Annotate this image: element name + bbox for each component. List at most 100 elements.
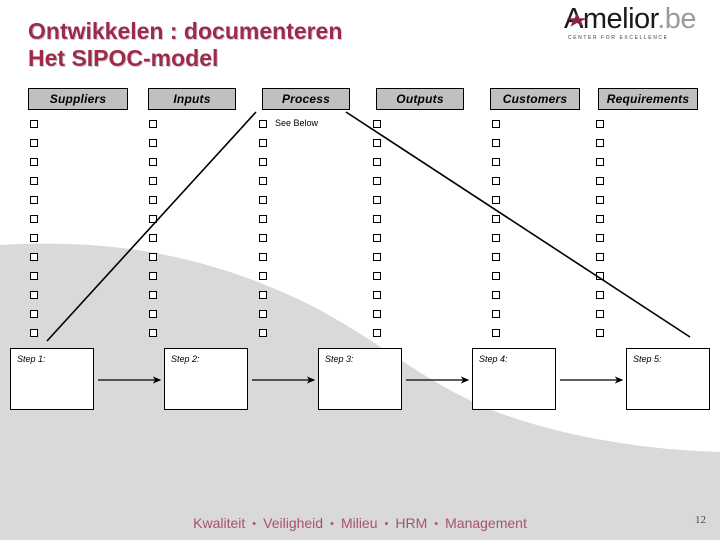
square-bullet-icon [596, 176, 604, 185]
sipoc-header-process[interactable]: Process [262, 88, 350, 110]
bullet-item[interactable] [149, 247, 269, 266]
step-box-3[interactable]: Step 3: [318, 348, 402, 410]
bullet-item[interactable] [373, 323, 493, 342]
bullet-item[interactable] [596, 247, 716, 266]
square-bullet-icon [30, 195, 38, 204]
sipoc-header-requirements[interactable]: Requirements [598, 88, 698, 110]
bullet-item[interactable] [492, 114, 612, 133]
bullet-item[interactable] [30, 228, 150, 247]
bullet-item[interactable] [373, 114, 493, 133]
bullet-item[interactable] [373, 171, 493, 190]
bullet-item[interactable] [149, 171, 269, 190]
bullet-item[interactable] [149, 266, 269, 285]
bullet-item[interactable] [596, 323, 716, 342]
bullet-item[interactable] [596, 228, 716, 247]
bullet-item[interactable] [149, 209, 269, 228]
bullet-item[interactable] [492, 133, 612, 152]
bullet-item[interactable] [596, 304, 716, 323]
square-bullet-icon [373, 233, 381, 242]
square-bullet-icon [373, 252, 381, 261]
bullet-item[interactable] [373, 133, 493, 152]
bullet-item[interactable] [373, 266, 493, 285]
bullet-item[interactable] [373, 247, 493, 266]
bullet-item[interactable] [492, 304, 612, 323]
bullet-item[interactable] [30, 323, 150, 342]
bullet-item[interactable] [30, 133, 150, 152]
bullet-item[interactable] [596, 152, 716, 171]
step-box-1[interactable]: Step 1: [10, 348, 94, 410]
step-box-4[interactable]: Step 4: [472, 348, 556, 410]
bullet-item[interactable] [373, 304, 493, 323]
bullet-item[interactable] [149, 228, 269, 247]
bullet-item[interactable] [492, 190, 612, 209]
square-bullet-icon [149, 233, 157, 242]
bullet-item[interactable] [373, 228, 493, 247]
bullet-item[interactable] [259, 209, 379, 228]
bullet-item[interactable] [596, 171, 716, 190]
bullet-item[interactable] [492, 266, 612, 285]
square-bullet-icon [492, 176, 500, 185]
bullet-item[interactable] [30, 114, 150, 133]
sipoc-header-outputs[interactable]: Outputs [376, 88, 464, 110]
bullet-item[interactable] [149, 133, 269, 152]
square-bullet-icon [149, 309, 157, 318]
bullet-item[interactable] [259, 323, 379, 342]
bullet-item[interactable] [30, 209, 150, 228]
bullet-item[interactable] [149, 152, 269, 171]
bullet-item[interactable]: See Below [259, 114, 379, 133]
bullet-item[interactable] [596, 190, 716, 209]
bullet-item[interactable] [373, 209, 493, 228]
bullet-item[interactable] [492, 247, 612, 266]
bullet-item[interactable] [259, 285, 379, 304]
bullet-item[interactable] [149, 285, 269, 304]
bullet-item[interactable] [492, 285, 612, 304]
bullet-item[interactable] [30, 190, 150, 209]
bullet-item[interactable] [30, 171, 150, 190]
bullet-item[interactable] [30, 266, 150, 285]
bullet-item[interactable] [30, 247, 150, 266]
bullet-item[interactable] [373, 285, 493, 304]
sipoc-header-inputs[interactable]: Inputs [148, 88, 236, 110]
bullet-item[interactable] [373, 152, 493, 171]
bullet-item[interactable] [149, 323, 269, 342]
sipoc-header-row: Suppliers Inputs Process Outputs Customers Re… [0, 88, 720, 112]
bullet-item[interactable] [492, 209, 612, 228]
bullet-item[interactable] [596, 209, 716, 228]
step-box-2[interactable]: Step 2: [164, 348, 248, 410]
square-bullet-icon [30, 119, 38, 128]
title-line-1: Ontwikkelen : documenteren [28, 18, 343, 44]
square-bullet-icon [149, 290, 157, 299]
square-bullet-icon [596, 195, 604, 204]
bullet-item[interactable] [149, 304, 269, 323]
bullet-item[interactable] [259, 190, 379, 209]
bullet-item[interactable] [30, 285, 150, 304]
square-bullet-icon [149, 195, 157, 204]
bullet-item[interactable] [259, 133, 379, 152]
square-bullet-icon [596, 233, 604, 242]
bullet-item[interactable] [596, 285, 716, 304]
bullet-item[interactable] [259, 152, 379, 171]
footer-separator-dot: • [384, 518, 389, 531]
bullet-item[interactable] [596, 133, 716, 152]
bullet-item[interactable] [373, 190, 493, 209]
bullet-item[interactable] [596, 114, 716, 133]
bullet-item[interactable] [259, 171, 379, 190]
sipoc-header-suppliers[interactable]: Suppliers [28, 88, 128, 110]
bullet-item[interactable] [259, 304, 379, 323]
bullet-item[interactable] [259, 247, 379, 266]
bullet-item[interactable] [259, 266, 379, 285]
sipoc-header-customers[interactable]: Customers [490, 88, 580, 110]
bullet-item[interactable] [149, 114, 269, 133]
step-label: Step 4: [479, 354, 508, 364]
step-box-5[interactable]: Step 5: [626, 348, 710, 410]
bullet-item[interactable] [492, 152, 612, 171]
bullet-item[interactable] [149, 190, 269, 209]
square-bullet-icon [596, 271, 604, 280]
bullet-item[interactable] [492, 323, 612, 342]
bullet-item[interactable] [492, 228, 612, 247]
bullet-item[interactable] [259, 228, 379, 247]
bullet-item[interactable] [30, 152, 150, 171]
bullet-item[interactable] [492, 171, 612, 190]
bullet-item[interactable] [596, 266, 716, 285]
bullet-item[interactable] [30, 304, 150, 323]
